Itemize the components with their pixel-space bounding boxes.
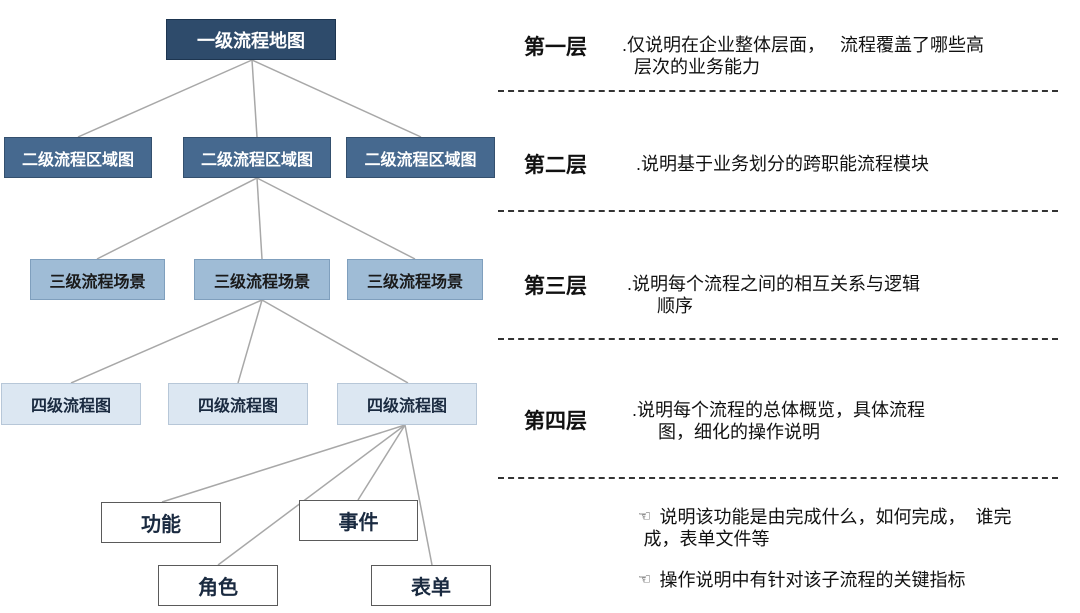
layer3-desc: .说明每个流程之间的相互关系与逻辑 顺序	[627, 273, 920, 317]
layer-divider	[498, 338, 1058, 340]
level2-box-left: 二级流程区域图	[4, 137, 152, 178]
connector	[96, 177, 258, 260]
connector	[261, 299, 409, 384]
level4-box-left: 四级流程图	[1, 383, 141, 425]
form-box: 表单	[371, 565, 491, 606]
level2-label: 二级流程区域图	[364, 151, 477, 169]
connector	[237, 299, 263, 384]
level4-label: 四级流程图	[197, 398, 278, 415]
connector	[77, 59, 253, 138]
layer-divider	[498, 210, 1058, 212]
layer-divider	[498, 477, 1058, 479]
layer2-desc: .说明基于业务划分的跨职能流程模块	[636, 153, 929, 175]
connector	[161, 424, 406, 503]
connector	[251, 59, 258, 138]
bullet-item: ☜ 操作说明中有针对该子流程的关键指标	[638, 569, 965, 591]
connector	[70, 299, 263, 384]
bullet2-line1: 操作说明中有针对该子流程的关键指标	[659, 570, 966, 590]
event-label: 事件	[338, 512, 379, 534]
connector	[217, 424, 406, 566]
level4-label: 四级流程图	[366, 398, 447, 415]
connector	[256, 177, 263, 260]
level4-box-middle: 四级流程图	[168, 383, 308, 425]
connector	[357, 424, 406, 501]
layer-divider	[498, 90, 1058, 92]
pointing-hand-icon: ☜	[638, 508, 652, 525]
level2-box-right: 二级流程区域图	[346, 137, 495, 178]
layer1-desc-line1: .仅说明在企业整体层面， 流程覆盖了哪些高	[622, 35, 985, 55]
level3-box-middle: 三级流程场景	[194, 259, 330, 300]
bullet1-line1: 说明该功能是由完成什么，如何完成， 谁完	[659, 507, 1012, 527]
bullet-item: ☜ 说明该功能是由完成什么，如何完成， 谁完 成，表单文件等	[638, 506, 1011, 550]
layer4-title: 第四层	[524, 410, 587, 433]
level2-box-middle: 二级流程区域图	[183, 137, 331, 178]
layer1-desc: .仅说明在企业整体层面， 流程覆盖了哪些高 层次的业务能力	[622, 34, 984, 78]
layer2-desc-line1: .说明基于业务划分的跨职能流程模块	[636, 154, 929, 174]
layer1-title: 第一层	[524, 36, 587, 59]
layer4-desc: .说明每个流程的总体概览，具体流程 图，细化的操作说明	[632, 399, 925, 443]
form-label: 表单	[411, 577, 451, 599]
layer3-desc-line2: 顺序	[657, 296, 693, 316]
level3-label: 三级流程场景	[366, 273, 463, 291]
level2-label: 二级流程区域图	[200, 151, 313, 169]
level1-box: 一级流程地图	[166, 19, 336, 60]
role-box: 角色	[158, 565, 278, 606]
function-label: 功能	[141, 514, 181, 536]
level4-label: 四级流程图	[30, 398, 111, 415]
level3-label: 三级流程场景	[213, 273, 310, 291]
layer4-desc-line1: .说明每个流程的总体概览，具体流程	[632, 400, 925, 420]
layer4-desc-line2: 图，细化的操作说明	[658, 422, 820, 442]
connector	[404, 424, 433, 566]
function-box: 功能	[101, 502, 221, 543]
layer1-desc-line2: 层次的业务能力	[634, 57, 760, 77]
connector	[256, 177, 416, 260]
level2-label: 二级流程区域图	[21, 151, 134, 169]
level3-box-right: 三级流程场景	[347, 259, 483, 300]
level1-label: 一级流程地图	[197, 30, 305, 51]
event-box: 事件	[299, 500, 418, 541]
level4-box-right: 四级流程图	[337, 383, 477, 425]
layer3-title: 第三层	[524, 275, 587, 298]
pointing-hand-icon: ☜	[638, 571, 652, 588]
bullet1-line2: 成，表单文件等	[643, 529, 770, 549]
level3-box-left: 三级流程场景	[30, 259, 165, 300]
connector	[251, 59, 422, 138]
layer2-title: 第二层	[524, 154, 587, 177]
role-label: 角色	[198, 577, 238, 599]
level3-label: 三级流程场景	[49, 273, 146, 291]
layer3-desc-line1: .说明每个流程之间的相互关系与逻辑	[627, 274, 920, 294]
